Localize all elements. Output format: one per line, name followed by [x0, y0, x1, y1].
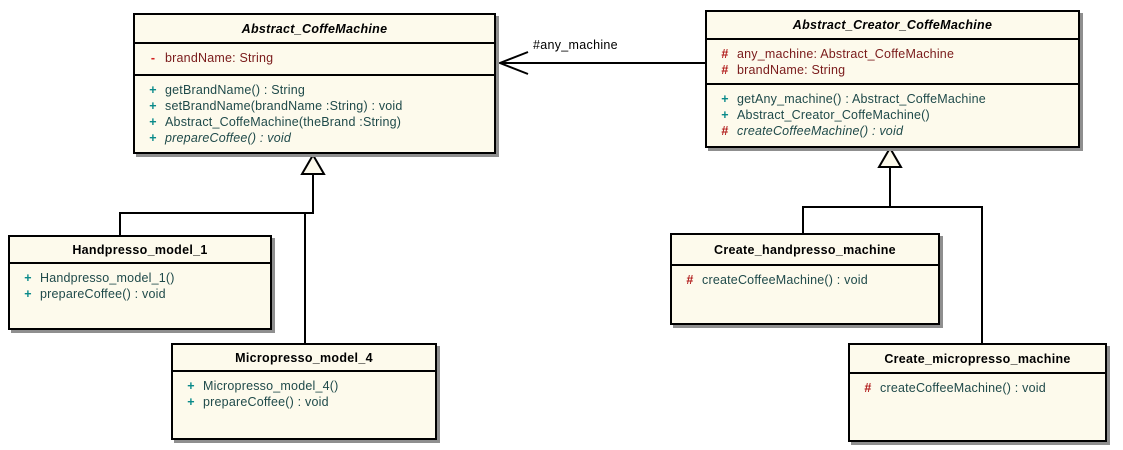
visibility-marker: -	[150, 51, 156, 65]
methods-compartment: + getAny_machine() : Abstract_CoffeMachi…	[707, 85, 1078, 146]
attributes-compartment: - brandName: String	[135, 44, 494, 76]
method-row: + prepareCoffee() : void	[179, 394, 431, 410]
method-row: + getBrandName() : String	[141, 82, 490, 98]
methods-compartment: + Micropresso_model_4() + prepareCoffee(…	[173, 372, 435, 438]
member-text: brandName: String	[737, 63, 846, 77]
open-arrowhead-icon	[497, 51, 529, 75]
method-row: + Handpresso_model_1()	[16, 270, 266, 286]
association-label: #any_machine	[533, 38, 618, 52]
class-handpresso-model-1[interactable]: Handpresso_model_1 + Handpresso_model_1(…	[8, 235, 272, 330]
visibility-marker: +	[149, 115, 157, 129]
class-micropresso-model-4[interactable]: Micropresso_model_4 + Micropresso_model_…	[171, 343, 437, 440]
visibility-marker: #	[721, 63, 729, 77]
method-row: # createCoffeeMachine() : void	[856, 380, 1101, 396]
visibility-marker: #	[864, 381, 872, 395]
association-any-machine	[497, 51, 705, 75]
member-text: prepareCoffee() : void	[203, 395, 329, 409]
member-text: createCoffeeMachine() : void	[880, 381, 1046, 395]
attribute-row: # brandName: String	[713, 62, 1074, 78]
member-text: getAny_machine() : Abstract_CoffeMachine	[737, 92, 986, 106]
method-row: + prepareCoffee() : void	[16, 286, 266, 302]
generalization-right	[802, 146, 983, 344]
member-text: Micropresso_model_4()	[203, 379, 339, 393]
member-text: Abstract_Creator_CoffeMachine()	[737, 108, 930, 122]
class-create-handpresso-machine[interactable]: Create_handpresso_machine # createCoffee…	[670, 233, 940, 325]
methods-compartment: + Handpresso_model_1() + prepareCoffee()…	[10, 264, 270, 328]
method-row: # createCoffeeMachine() : void	[713, 123, 1074, 139]
member-text: prepareCoffee() : void	[165, 131, 291, 145]
member-text: brandName: String	[165, 51, 274, 65]
member-text: Abstract_CoffeMachine(theBrand :String)	[165, 115, 402, 129]
member-text: getBrandName() : String	[165, 83, 306, 97]
attribute-row: - brandName: String	[141, 50, 490, 66]
attribute-row: # any_machine: Abstract_CoffeMachine	[713, 46, 1074, 62]
class-create-micropresso-machine[interactable]: Create_micropresso_machine # createCoffe…	[848, 343, 1107, 442]
class-title: Micropresso_model_4	[173, 345, 435, 372]
method-row: + Abstract_CoffeMachine(theBrand :String…	[141, 114, 490, 130]
method-row: # createCoffeeMachine() : void	[678, 272, 934, 288]
visibility-marker: #	[686, 273, 694, 287]
visibility-marker: +	[149, 83, 157, 97]
class-title: Handpresso_model_1	[10, 237, 270, 264]
visibility-marker: +	[187, 395, 195, 409]
member-text: createCoffeeMachine() : void	[737, 124, 904, 138]
methods-compartment: + getBrandName() : String + setBrandName…	[135, 76, 494, 152]
class-abstract-creator-coffemachine[interactable]: Abstract_Creator_CoffeMachine # any_mach…	[705, 10, 1080, 148]
methods-compartment: # createCoffeeMachine() : void	[850, 374, 1105, 440]
visibility-marker: +	[149, 131, 157, 145]
method-row: + getAny_machine() : Abstract_CoffeMachi…	[713, 91, 1074, 107]
methods-compartment: # createCoffeeMachine() : void	[672, 266, 938, 323]
method-row: + setBrandName(brandName :String) : void	[141, 98, 490, 114]
attributes-compartment: # any_machine: Abstract_CoffeMachine # b…	[707, 40, 1078, 85]
hollow-triangle-icon	[877, 146, 903, 168]
hollow-triangle-icon	[300, 153, 326, 175]
class-title: Create_micropresso_machine	[850, 345, 1105, 374]
visibility-marker: +	[187, 379, 195, 393]
member-text: setBrandName(brandName :String) : void	[165, 99, 403, 113]
method-row: + Micropresso_model_4()	[179, 378, 431, 394]
visibility-marker: +	[24, 287, 32, 301]
visibility-marker: +	[721, 108, 729, 122]
visibility-marker: +	[721, 92, 729, 106]
class-title: Create_handpresso_machine	[672, 235, 938, 266]
visibility-marker: +	[149, 99, 157, 113]
method-row: + Abstract_Creator_CoffeMachine()	[713, 107, 1074, 123]
class-title: Abstract_CoffeMachine	[135, 15, 494, 44]
visibility-marker: #	[721, 47, 729, 61]
member-text: any_machine: Abstract_CoffeMachine	[737, 47, 955, 61]
class-title: Abstract_Creator_CoffeMachine	[707, 12, 1078, 40]
class-abstract-coffemachine[interactable]: Abstract_CoffeMachine - brandName: Strin…	[133, 13, 496, 154]
member-text: prepareCoffee() : void	[40, 287, 166, 301]
member-text: createCoffeeMachine() : void	[702, 273, 868, 287]
visibility-marker: +	[24, 271, 32, 285]
visibility-marker: #	[721, 124, 729, 138]
method-row: + prepareCoffee() : void	[141, 130, 490, 146]
member-text: Handpresso_model_1()	[40, 271, 175, 285]
generalization-left	[119, 153, 326, 344]
